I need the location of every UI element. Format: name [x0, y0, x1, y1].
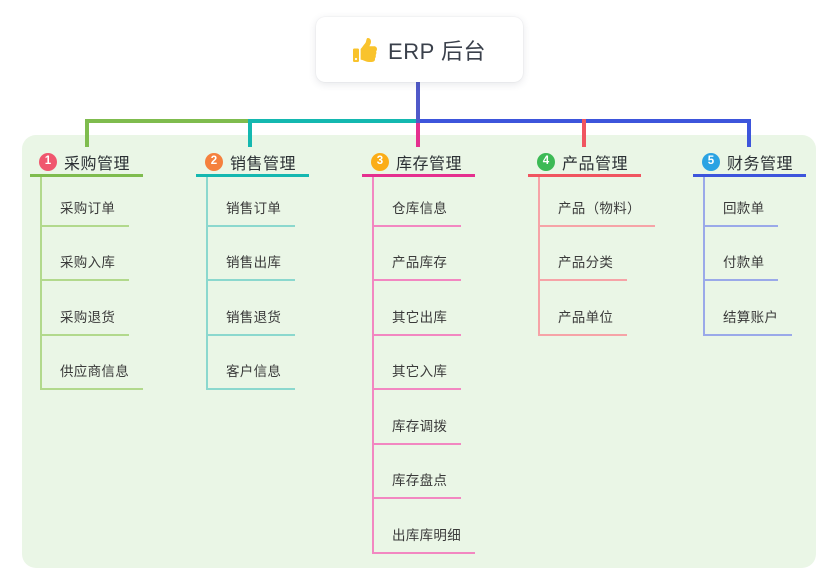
child-node[interactable]: 销售退货 — [208, 281, 296, 336]
child-node[interactable]: 客户信息 — [208, 336, 296, 390]
branch-header-2[interactable]: 2 销售管理 — [196, 150, 309, 177]
thumbs-up-icon — [353, 37, 378, 62]
branch-5: 5 财务管理回款单付款单结算账户 — [693, 150, 806, 336]
branch-label: 采购管理 — [64, 156, 131, 173]
branch-label: 产品管理 — [562, 156, 629, 173]
branch-number-badge: 5 — [702, 153, 720, 171]
child-node[interactable]: 出库库明细 — [374, 499, 475, 554]
connector-drop-branch-3 — [416, 119, 420, 147]
child-node[interactable]: 产品库存 — [374, 227, 462, 281]
child-node[interactable]: 其它出库 — [374, 281, 462, 336]
branch-number-badge: 1 — [39, 153, 57, 171]
child-node-label: 客户信息 — [226, 364, 282, 379]
branch-header-5[interactable]: 5 财务管理 — [693, 150, 806, 177]
child-node[interactable]: 库存盘点 — [374, 445, 462, 499]
child-node[interactable]: 产品（物料） — [540, 177, 655, 227]
child-node-label: 库存盘点 — [392, 473, 448, 488]
branch-label: 财务管理 — [727, 156, 794, 173]
child-node-label: 采购退货 — [60, 309, 116, 325]
child-node[interactable]: 采购退货 — [42, 281, 130, 336]
child-node[interactable]: 结算账户 — [705, 281, 793, 336]
connector-root-line — [416, 82, 420, 123]
child-node-label: 销售退货 — [226, 309, 282, 325]
child-node[interactable]: 供应商信息 — [42, 336, 143, 390]
child-node-label: 其它出库 — [392, 309, 448, 325]
branch-label: 库存管理 — [396, 156, 463, 173]
child-node[interactable]: 产品单位 — [540, 281, 628, 336]
child-node-label: 结算账户 — [723, 309, 779, 325]
branch-4: 4 产品管理产品（物料） 产品分类产品单位 — [528, 150, 655, 336]
mindmap-board-background — [22, 135, 816, 568]
child-node-label: 付款单 — [723, 255, 765, 270]
child-node-label: 销售出库 — [226, 255, 282, 270]
connector-drop-branch-2 — [248, 119, 252, 147]
child-node[interactable]: 回款单 — [705, 177, 779, 227]
branch-children-4: 产品（物料） 产品分类产品单位 — [538, 177, 655, 336]
connector-drop-branch-5 — [747, 119, 751, 147]
child-node[interactable]: 付款单 — [705, 227, 779, 281]
child-node[interactable]: 仓库信息 — [374, 177, 462, 227]
branch-children-1: 采购订单采购入库采购退货供应商信息 — [40, 177, 143, 390]
branch-label: 销售管理 — [230, 156, 297, 173]
connector-horizontal-line — [248, 119, 420, 123]
child-node-label: 供应商信息 — [60, 364, 129, 379]
child-node-label: 库存调拨 — [392, 418, 448, 434]
branch-number-badge: 3 — [371, 153, 389, 171]
child-node[interactable]: 产品分类 — [540, 227, 628, 281]
branch-2: 2 销售管理销售订单销售出库销售退货客户信息 — [196, 150, 309, 390]
branch-children-3: 仓库信息产品库存其它出库其它入库库存调拨库存盘点出库库明细 — [372, 177, 475, 554]
connector-drop-branch-4 — [582, 119, 586, 147]
child-node[interactable]: 销售出库 — [208, 227, 296, 281]
child-node[interactable]: 销售订单 — [208, 177, 296, 227]
connector-horizontal-line — [85, 119, 252, 123]
branch-children-5: 回款单付款单结算账户 — [703, 177, 806, 336]
child-node-label: 产品单位 — [558, 309, 614, 325]
branch-header-4[interactable]: 4 产品管理 — [528, 150, 641, 177]
branch-number-badge: 2 — [205, 153, 223, 171]
child-node[interactable]: 采购订单 — [42, 177, 130, 227]
branch-header-1[interactable]: 1 采购管理 — [30, 150, 143, 177]
root-node-label: ERP 后台 — [388, 38, 486, 64]
child-node-label: 产品（物料） — [558, 200, 641, 216]
child-node[interactable]: 采购入库 — [42, 227, 130, 281]
child-node[interactable]: 其它入库 — [374, 336, 462, 390]
child-node-label: 采购入库 — [60, 255, 116, 270]
root-node-erp-backend[interactable]: ERP 后台 — [316, 17, 523, 82]
child-node-label: 产品分类 — [558, 255, 614, 270]
branch-1: 1 采购管理采购订单采购入库采购退货供应商信息 — [30, 150, 143, 390]
child-node-label: 采购订单 — [60, 200, 116, 216]
child-node[interactable]: 库存调拨 — [374, 390, 462, 445]
child-node-label: 出库库明细 — [392, 527, 461, 543]
branch-number-badge: 4 — [537, 153, 555, 171]
child-node-label: 产品库存 — [392, 255, 448, 270]
child-node-label: 其它入库 — [392, 364, 448, 379]
child-node-label: 仓库信息 — [392, 200, 448, 216]
branch-header-3[interactable]: 3 库存管理 — [362, 150, 475, 177]
child-node-label: 销售订单 — [226, 200, 282, 216]
connector-drop-branch-1 — [85, 119, 89, 147]
branch-children-2: 销售订单销售出库销售退货客户信息 — [206, 177, 309, 390]
child-node-label: 回款单 — [723, 200, 765, 216]
branch-3: 3 库存管理仓库信息产品库存其它出库其它入库库存调拨库存盘点出库库明细 — [362, 150, 475, 554]
